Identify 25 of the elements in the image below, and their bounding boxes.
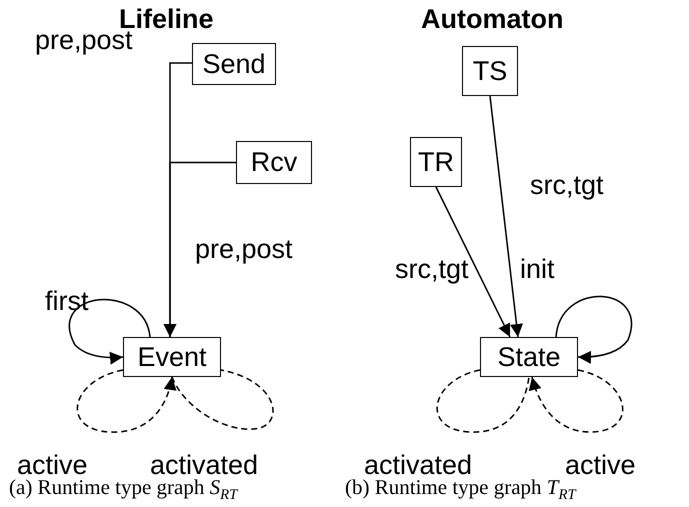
arrow <box>555 296 632 364</box>
class-box: TR <box>410 137 462 187</box>
arrow <box>69 299 151 364</box>
dashed-arrow <box>76 369 176 433</box>
class-box: TS <box>462 46 518 96</box>
arrow <box>435 186 511 338</box>
dashed-arrow <box>529 369 624 433</box>
edge-label: activated <box>364 452 472 479</box>
class-box: Send <box>192 43 276 85</box>
arrow <box>164 162 236 337</box>
figure-caption: (a) Runtime type graph S$_{RT}$ <box>9 477 238 503</box>
edge-label: init <box>520 256 555 283</box>
figure-caption: (b) Runtime type graph T$_{RT}$ <box>345 477 576 503</box>
edge-label: src,tgt <box>530 172 604 199</box>
edge-label: active <box>565 452 636 479</box>
edge-label: active <box>17 452 88 479</box>
panel-title: Automaton <box>421 6 564 33</box>
class-box: Rcv <box>236 141 312 184</box>
edge-label: first <box>45 288 88 315</box>
class-box: State <box>480 337 578 377</box>
edge-label: src,tgt <box>395 256 469 283</box>
class-box: Event <box>123 337 221 377</box>
arrow <box>489 96 523 338</box>
edge-label: pre,post <box>195 236 293 263</box>
edge-label: activated <box>150 452 258 479</box>
